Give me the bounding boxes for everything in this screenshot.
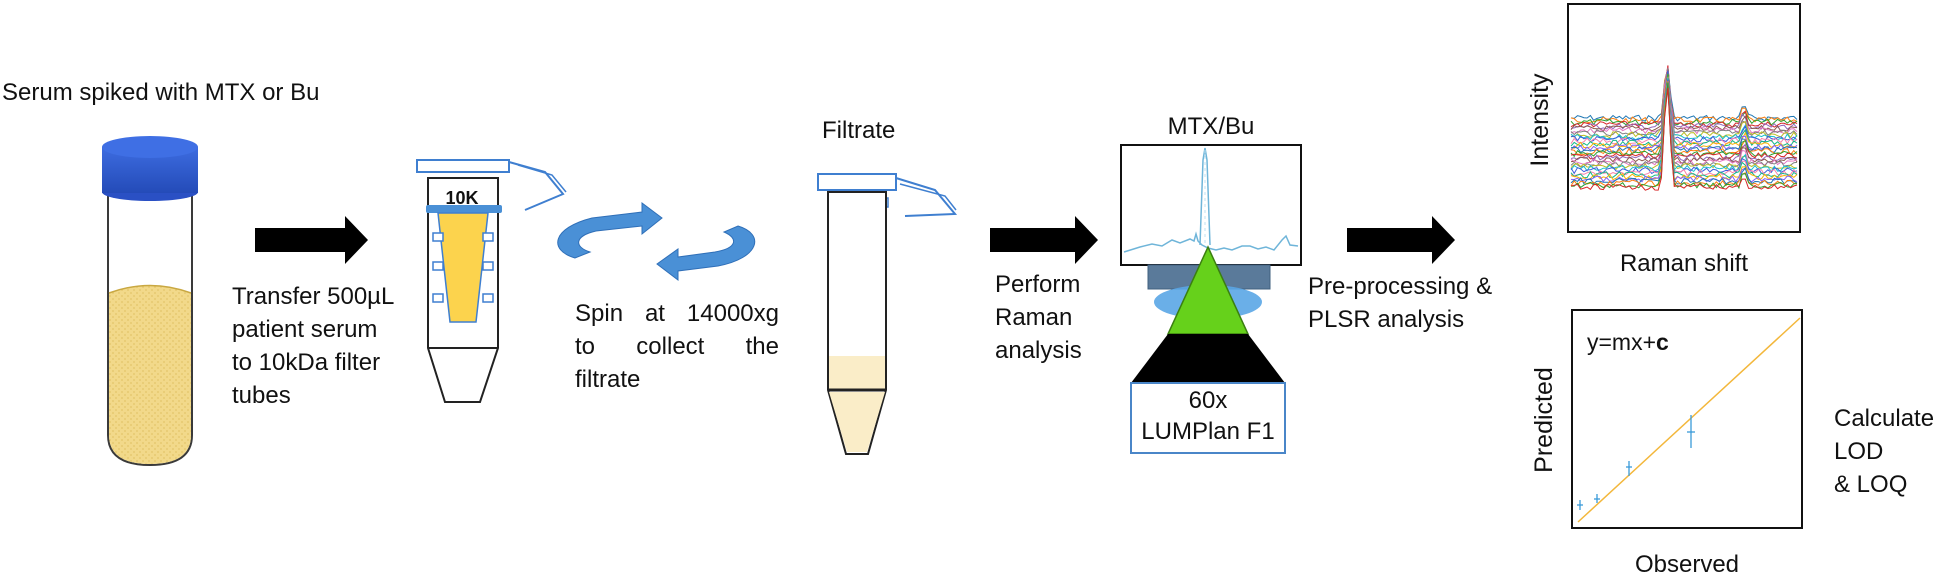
spectrum-series: [1570, 87, 1798, 191]
point-2: [1594, 494, 1600, 503]
serum-title: Serum spiked with MTX or Bu: [2, 79, 320, 106]
spectra-ylabel: Intensity: [1526, 73, 1554, 167]
filtrate-tube: [817, 173, 958, 455]
spectrum-series: [1570, 72, 1798, 139]
spin-line-3: filtrate: [575, 366, 641, 393]
point-4: [1687, 415, 1695, 448]
spin-line-2: to collect the: [575, 333, 779, 360]
spectrum-series: [1570, 70, 1798, 143]
raman-text: Perform Raman analysis: [995, 268, 1082, 367]
transfer-text: Transfer 500µL patient serum to 10kDa fi…: [232, 280, 394, 412]
filter-tube: [416, 159, 567, 403]
raman-spectrum-box: [1120, 144, 1302, 266]
spectrum-series: [1570, 76, 1798, 170]
equation-main: y=mx+: [1587, 329, 1657, 355]
objective-label: 60x LUMPlan F1: [1131, 385, 1285, 447]
raman-line-2: Raman: [995, 304, 1073, 331]
regression-plot: [1571, 309, 1803, 529]
calculate-line-3: & LOQ: [1834, 471, 1908, 498]
spectrum-series: [1570, 65, 1798, 128]
calculate-text: Calculate LOD & LOQ: [1834, 402, 1934, 501]
transfer-line-2: patient serum: [232, 316, 378, 343]
spectrum-series: [1570, 82, 1798, 177]
transfer-line-1: Transfer 500µL: [232, 283, 395, 310]
point-1: [1577, 500, 1583, 510]
objective-line-1: 60x: [1188, 387, 1228, 414]
spectrum-series: [1570, 71, 1798, 141]
spin-arrows: [557, 202, 756, 282]
arrow-1: [255, 216, 368, 264]
spectrum-series: [1570, 67, 1798, 135]
regression-equation: y=mx+c: [1587, 326, 1669, 359]
preprocessing-text: Pre-processing & PLSR analysis: [1308, 270, 1492, 336]
filtrate-title: Filtrate: [822, 117, 896, 144]
transfer-line-3: to 10kDa filter: [232, 349, 381, 376]
spectra-xlabel: Raman shift: [1619, 250, 1749, 277]
spectrum-title: MTX/Bu: [1167, 113, 1255, 140]
fit-line: [1577, 317, 1801, 523]
spectrum-series: [1570, 76, 1798, 154]
spectrum-series: [1570, 80, 1798, 183]
regression-xlabel: Observed: [1634, 551, 1740, 578]
spectrum-series: [1570, 79, 1798, 164]
spectrum-series: [1570, 73, 1798, 149]
filter-insert: [432, 212, 494, 323]
arrow-3: [1347, 216, 1455, 264]
data-points: [1577, 415, 1695, 510]
preprocessing-line-2: PLSR analysis: [1308, 306, 1465, 333]
serum-tube: [102, 136, 198, 467]
raman-line-1: Perform: [995, 271, 1081, 298]
spectrum-series: [1570, 68, 1798, 124]
spectrum-series: [1570, 82, 1798, 190]
objective-lens-body: [1131, 334, 1285, 383]
calculate-line-1: Calculate: [1834, 405, 1934, 432]
objective-label-box: [1130, 382, 1286, 454]
transfer-line-4: tubes: [232, 382, 291, 409]
spectra-plot: [1567, 3, 1801, 233]
spectrum-series: [1570, 75, 1798, 156]
arrow-2: [990, 216, 1098, 264]
spin-text: Spin at 14000xg to collect the filtrate: [575, 297, 779, 396]
filter-10k-label: 10K: [445, 188, 478, 208]
microscope-objective: [1130, 245, 1286, 454]
calculate-line-2: LOD: [1834, 438, 1884, 465]
equation-constant: c: [1656, 329, 1669, 355]
filtrate-liquid: [829, 356, 885, 390]
tube-cap: [102, 136, 198, 201]
regression-ylabel: Predicted: [1530, 367, 1558, 473]
point-3: [1626, 461, 1632, 476]
spectrum-series: [1570, 75, 1798, 147]
spin-line-1: Spin at 14000xg: [575, 300, 779, 327]
spectrum-trace: [1123, 231, 1299, 253]
preprocessing-line-1: Pre-processing &: [1308, 273, 1493, 300]
spectrum-series: [1570, 75, 1798, 152]
objective-line-2: LUMPlan F1: [1141, 418, 1275, 445]
raman-line-3: analysis: [995, 337, 1082, 364]
serum-liquid: [109, 285, 191, 464]
